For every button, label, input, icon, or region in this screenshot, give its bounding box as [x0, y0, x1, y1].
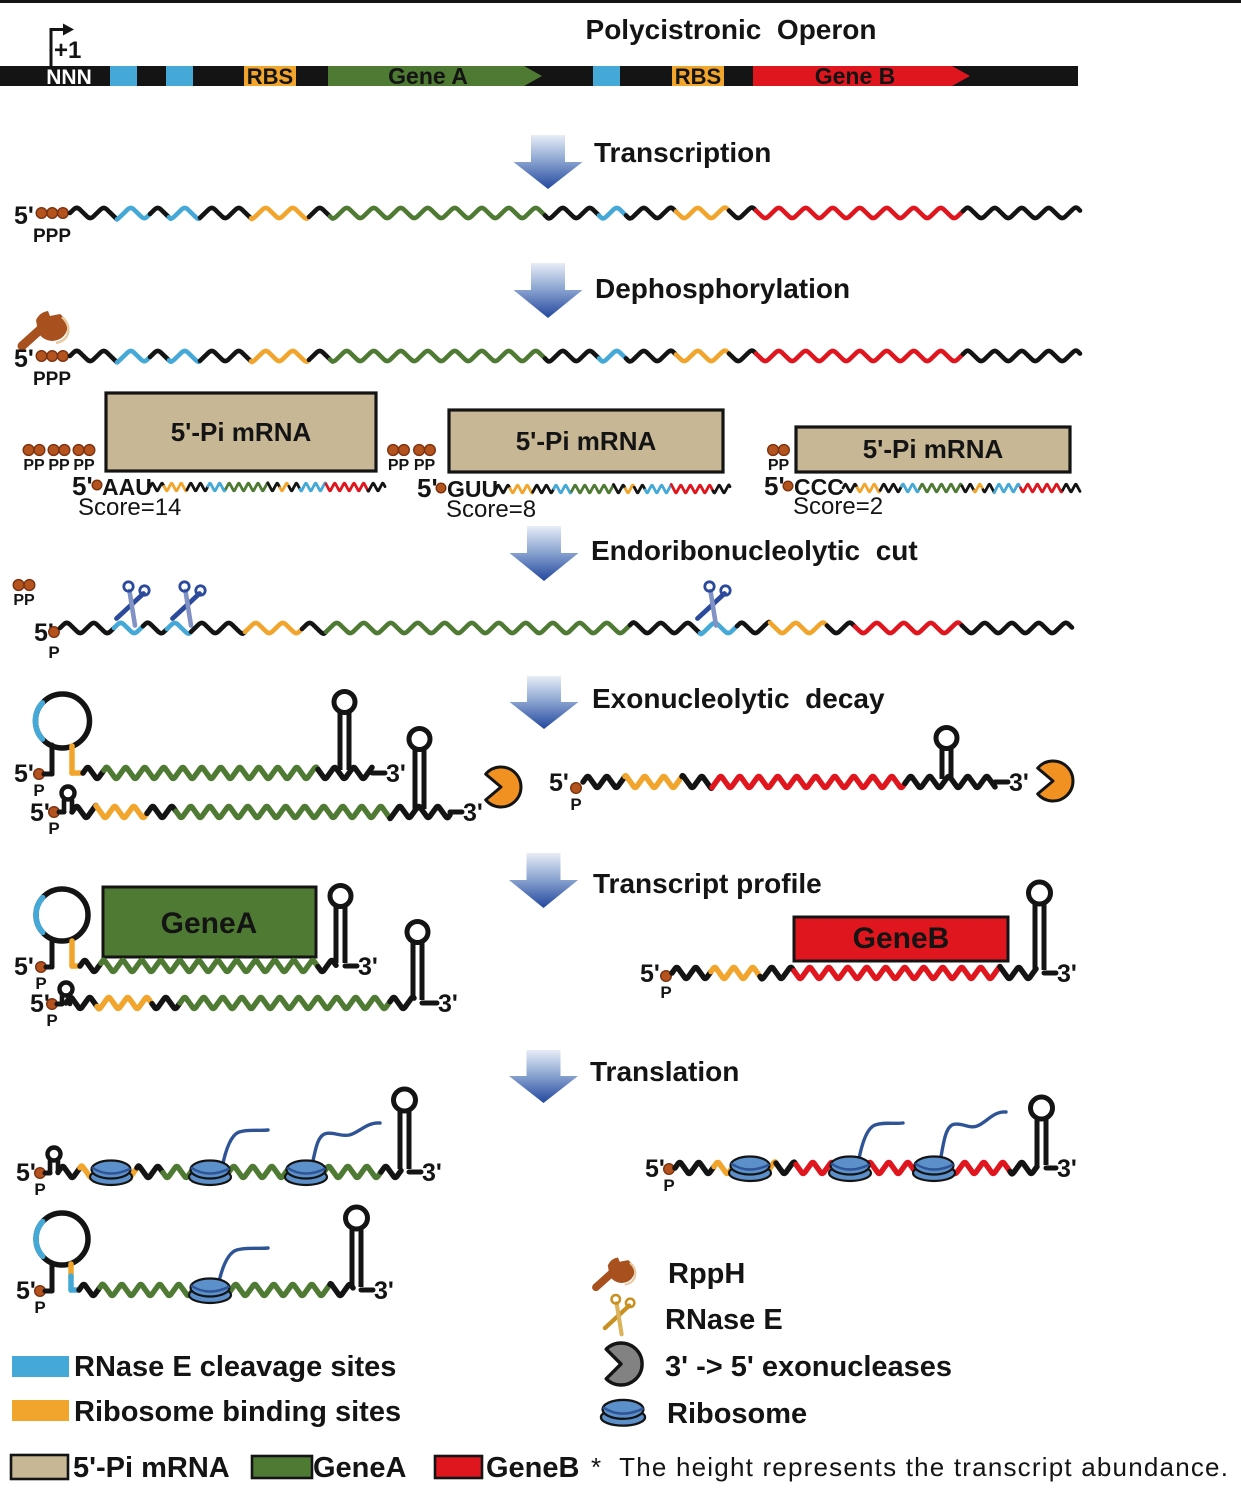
svg-text:P: P [660, 983, 671, 1002]
svg-text:5'-Pi mRNA: 5'-Pi mRNA [171, 417, 312, 447]
svg-text:P: P [663, 1176, 674, 1195]
svg-text:5': 5' [30, 799, 50, 827]
svg-text:5': 5' [16, 1159, 36, 1187]
svg-text:PP: PP [414, 457, 436, 474]
svg-text:Polycistronic Operon: Polycistronic Operon [586, 14, 877, 45]
svg-text:5': 5' [417, 473, 438, 503]
svg-text:Dephosphorylation: Dephosphorylation [595, 273, 850, 304]
svg-text:GeneA: GeneA [161, 907, 258, 940]
svg-text:3': 3' [1057, 960, 1077, 988]
svg-text:3': 3' [358, 953, 378, 981]
svg-text:Endoribonucleolytic cut: Endoribonucleolytic cut [591, 535, 918, 566]
svg-text:3': 3' [438, 990, 458, 1018]
svg-text:GUU: GUU [447, 476, 498, 502]
svg-text:PPP: PPP [33, 226, 71, 247]
svg-text:5': 5' [14, 760, 34, 788]
svg-text:P: P [34, 1298, 45, 1317]
svg-text:Score=14: Score=14 [78, 494, 181, 521]
svg-text:GeneB: GeneB [853, 922, 950, 955]
svg-text:5': 5' [16, 1277, 36, 1305]
svg-text:GeneA: GeneA [313, 1452, 407, 1484]
svg-text:Gene B: Gene B [815, 63, 896, 89]
svg-text:5': 5' [764, 471, 785, 501]
svg-text:P: P [46, 1011, 57, 1030]
svg-text:PP: PP [768, 457, 790, 474]
svg-text:P: P [34, 1180, 45, 1199]
svg-text:P: P [48, 643, 59, 662]
svg-text:* The height represents the t: * The height represents the transcript a… [591, 1452, 1229, 1482]
svg-text:RNase E cleavage sites: RNase E cleavage sites [74, 1351, 396, 1383]
svg-text:3': 3' [1009, 769, 1029, 797]
svg-text:PP: PP [73, 457, 95, 474]
svg-text:Score=8: Score=8 [446, 496, 536, 523]
svg-text:5': 5' [72, 471, 93, 501]
svg-text:P: P [33, 781, 44, 800]
svg-text:Score=2: Score=2 [793, 493, 883, 520]
svg-text:PP: PP [388, 457, 410, 474]
svg-text:3': 3' [1057, 1155, 1077, 1183]
svg-text:+1: +1 [54, 37, 81, 64]
svg-text:Transcript profile: Transcript profile [593, 868, 822, 899]
svg-text:5': 5' [640, 960, 660, 988]
svg-text:Translation: Translation [590, 1056, 739, 1087]
svg-text:RppH: RppH [668, 1258, 745, 1290]
svg-text:RNase E: RNase E [665, 1304, 783, 1336]
svg-text:3': 3' [463, 799, 483, 827]
svg-text:Ribosome: Ribosome [667, 1398, 807, 1430]
svg-text:RBS: RBS [247, 64, 293, 89]
svg-text:Ribosome binding sites: Ribosome binding sites [74, 1396, 401, 1428]
svg-text:5': 5' [30, 990, 50, 1018]
svg-text:NNN: NNN [46, 66, 92, 89]
svg-text:AAU: AAU [102, 474, 152, 500]
svg-text:CCC: CCC [794, 474, 844, 500]
svg-text:5'-Pi mRNA: 5'-Pi mRNA [73, 1452, 230, 1484]
svg-text:PP: PP [48, 457, 70, 474]
svg-text:P: P [35, 974, 46, 993]
svg-text:Exonucleolytic decay: Exonucleolytic decay [592, 683, 885, 714]
svg-text:5'-Pi mRNA: 5'-Pi mRNA [516, 426, 657, 456]
svg-text:GeneB: GeneB [486, 1452, 579, 1484]
svg-text:3' -> 5' exonucleases: 3' -> 5' exonucleases [665, 1351, 952, 1383]
svg-text:3': 3' [386, 760, 406, 788]
svg-text:Transcription: Transcription [594, 137, 771, 168]
svg-text:P: P [48, 819, 59, 838]
svg-text:3': 3' [422, 1159, 442, 1187]
svg-text:PP: PP [23, 457, 45, 474]
svg-text:PP: PP [13, 592, 35, 609]
svg-text:5': 5' [549, 769, 569, 797]
svg-text:5': 5' [14, 345, 34, 373]
svg-text:PPP: PPP [33, 369, 71, 390]
svg-text:RBS: RBS [675, 64, 721, 89]
svg-text:5'-Pi mRNA: 5'-Pi mRNA [863, 434, 1004, 464]
svg-text:5': 5' [34, 619, 54, 647]
svg-text:5': 5' [14, 953, 34, 981]
svg-text:5': 5' [645, 1155, 665, 1183]
svg-text:3': 3' [374, 1277, 394, 1305]
svg-text:Gene A: Gene A [388, 63, 468, 89]
svg-text:5': 5' [14, 202, 34, 230]
svg-text:P: P [570, 795, 581, 814]
